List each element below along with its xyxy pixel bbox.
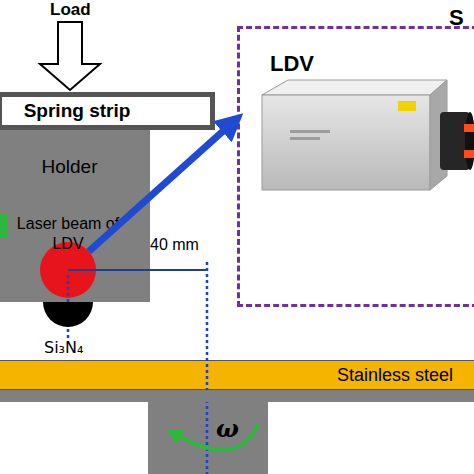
ball-symbol bbox=[43, 302, 93, 327]
shape-box: LDVS bbox=[237, 26, 474, 307]
circle-node: Laser beam of LDV bbox=[40, 242, 96, 298]
ldv-camera bbox=[262, 80, 474, 190]
disk-base bbox=[0, 390, 474, 402]
connector-arrow bbox=[89, 119, 237, 252]
node-text: Stainless steel bbox=[320, 365, 470, 386]
node-text: S bbox=[449, 5, 474, 31]
node-text: Laser beam of LDV bbox=[14, 214, 122, 254]
shape-box: Stainless steel bbox=[0, 360, 474, 390]
shape-box: Spring strip bbox=[0, 92, 215, 130]
shape-box: ω bbox=[148, 402, 268, 474]
load-arrow bbox=[40, 22, 100, 90]
annotation-label: Load bbox=[50, 0, 91, 20]
node-text: Spring strip bbox=[2, 100, 152, 122]
shape-box: HolderLaser beam of LDV bbox=[0, 130, 150, 302]
annotation-label: 40 mm bbox=[150, 236, 199, 254]
node-text: LDV bbox=[270, 51, 330, 77]
annotation-label: Si₃N₄ bbox=[44, 338, 83, 357]
node-text: Holder bbox=[0, 156, 142, 178]
node-text: ω bbox=[216, 414, 246, 443]
